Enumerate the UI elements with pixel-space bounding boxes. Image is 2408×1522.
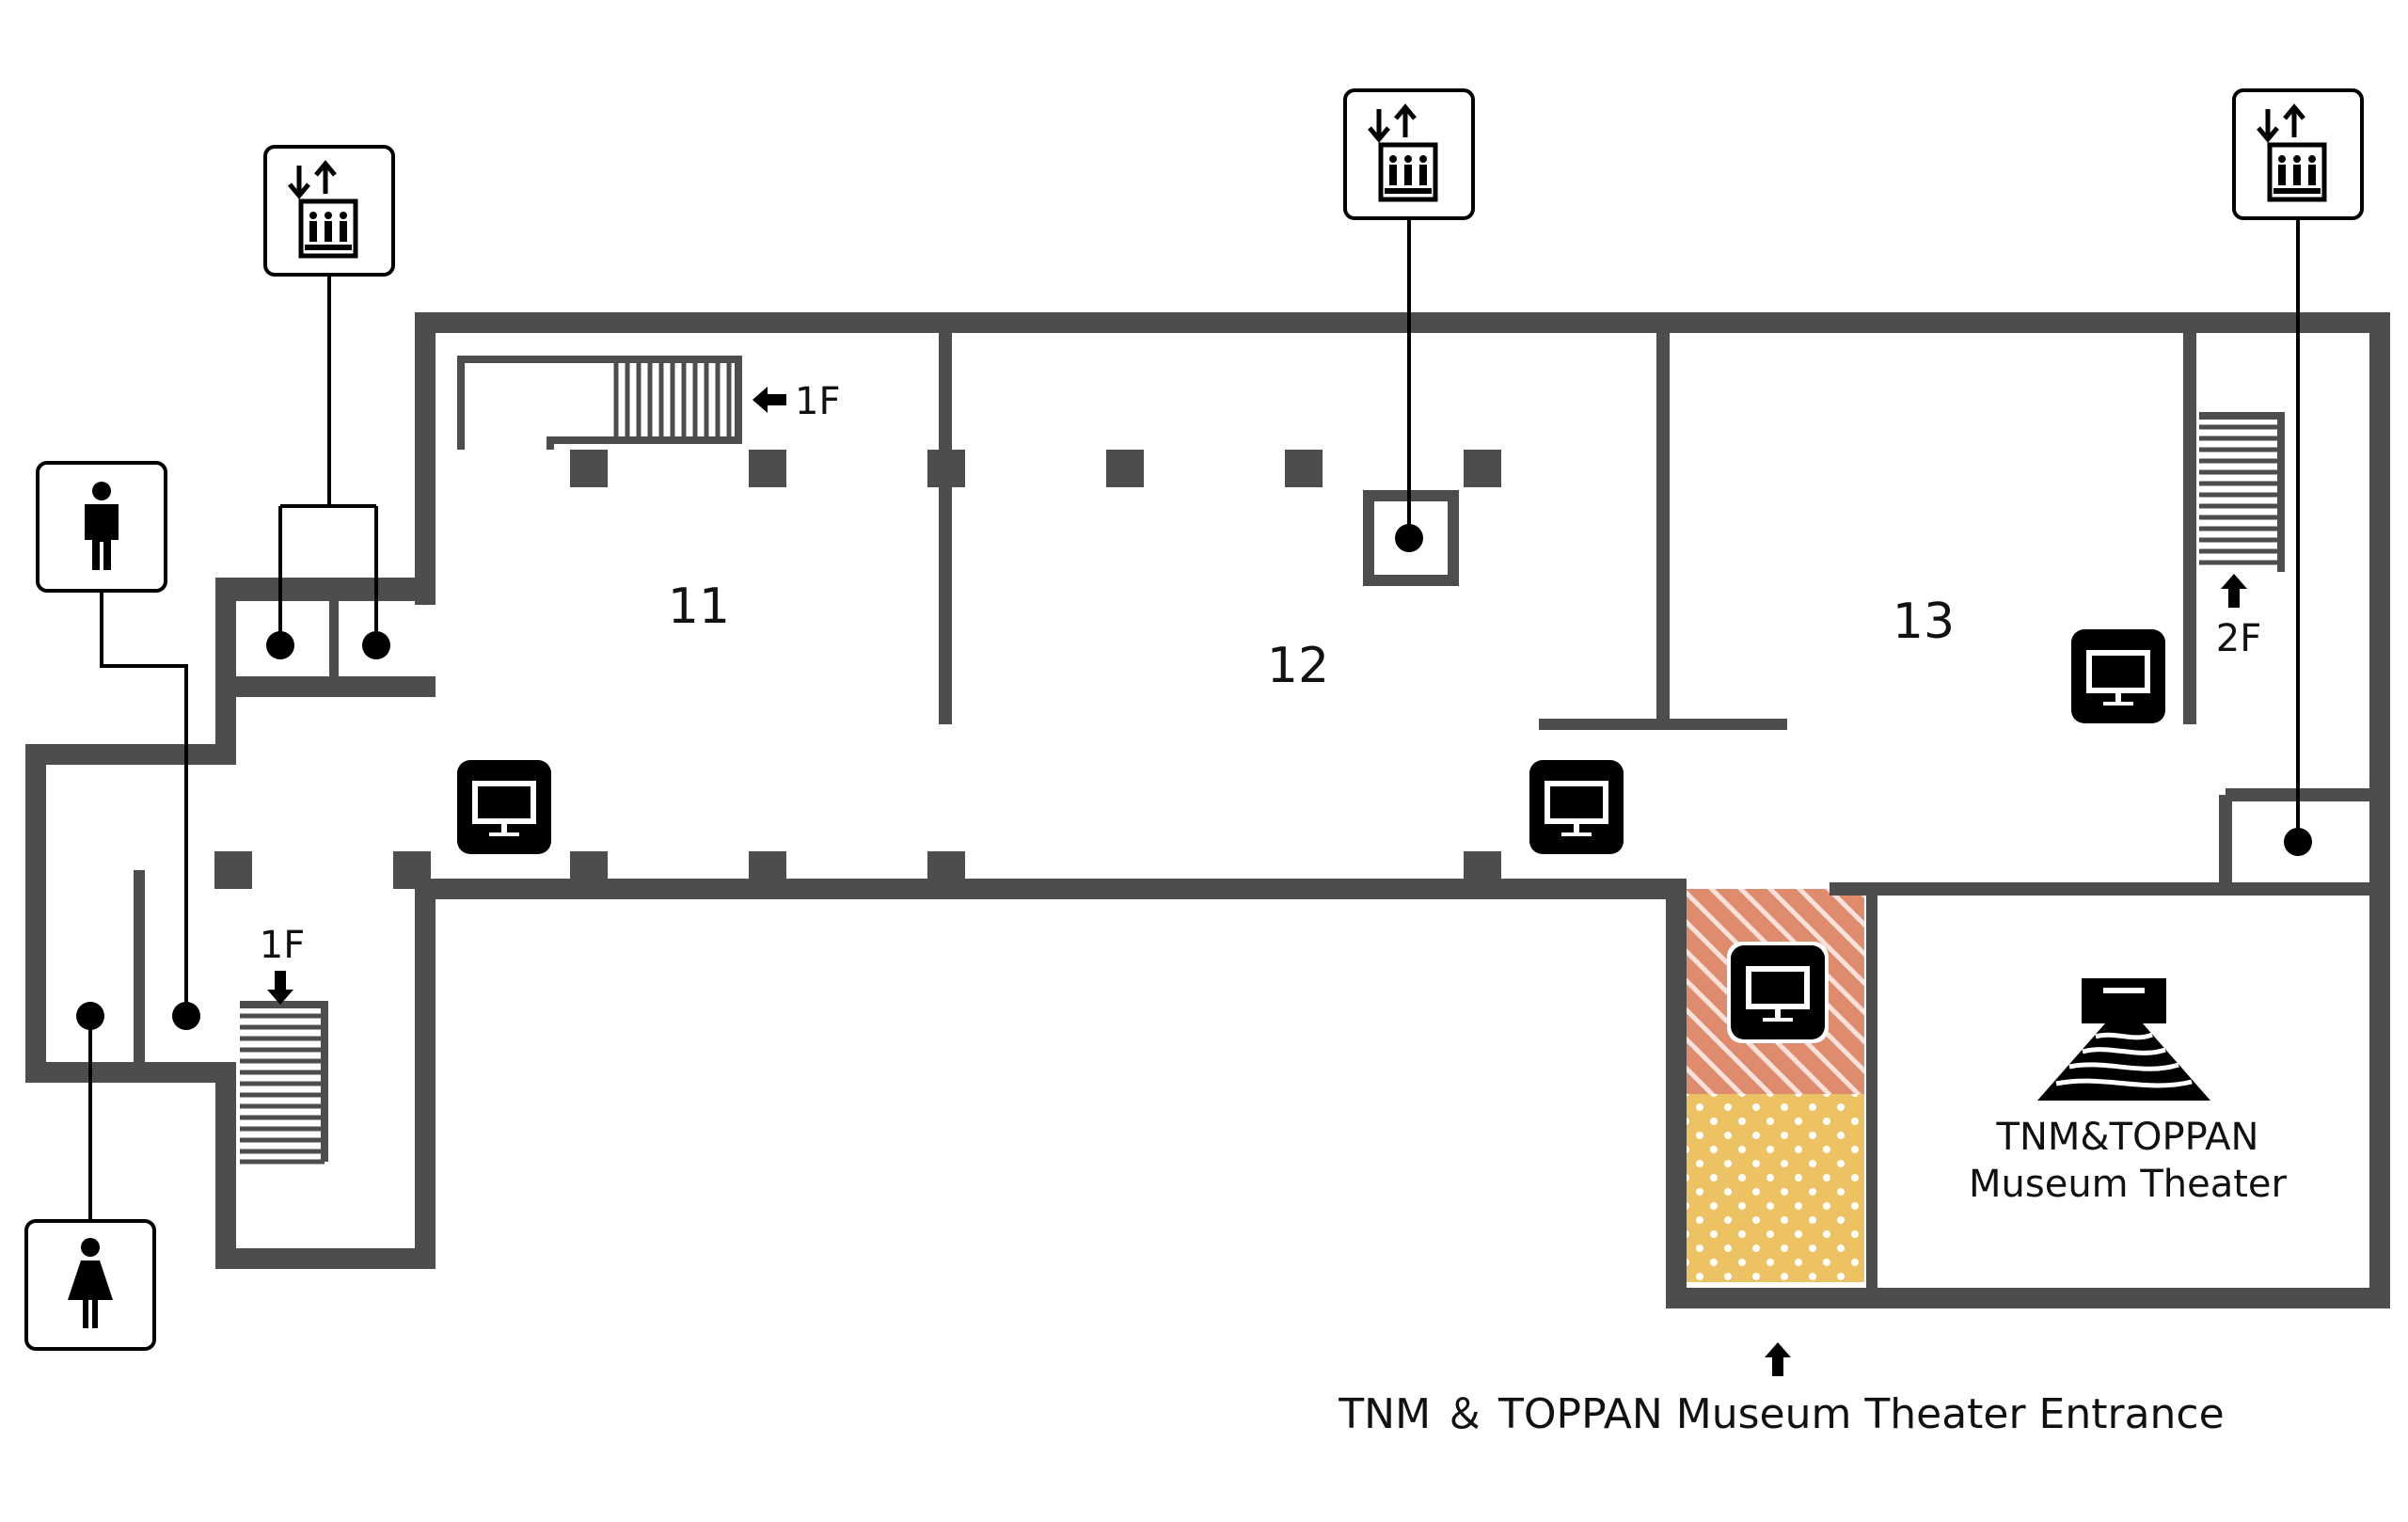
elevator-icon[interactable] [2234,90,2362,218]
arrow-icon [1765,1342,1791,1376]
dotted-area [1684,1094,1864,1282]
leader-lines [88,220,2300,1223]
floor-label-1f-top: 1F [795,380,840,423]
men-restroom-icon[interactable] [36,461,167,593]
stairs-bottom-left [240,1001,328,1165]
elevator-icon[interactable] [1345,90,1473,218]
theater-logo-icon [2037,978,2210,1101]
theater-name-line1: TNM&TOPPAN [1996,1116,2259,1159]
elevator-icon[interactable] [265,147,393,275]
arrow-icon [267,971,293,1005]
women-restroom-icon[interactable] [24,1219,156,1351]
stairs-right [2199,412,2285,572]
arrow-icon [752,387,786,413]
pillars [214,450,1501,889]
theater-entrance-label: TNM ＆ TOPPAN Museum Theater Entrance [1338,1390,2224,1438]
room-11-label: 11 [668,579,730,635]
location-dots [76,524,2312,1030]
floor-label-1f-bottom: 1F [260,924,305,967]
floor-label-2f: 2F [2216,617,2261,660]
arrow-icon [2221,574,2247,608]
monitor-icon[interactable] [2071,629,2165,723]
monitor-icon[interactable] [1529,760,1624,854]
stairs-top-left [457,356,742,450]
monitor-icon[interactable] [1727,942,1829,1043]
theater-name-line2: Museum Theater [1969,1163,2288,1206]
monitor-icon[interactable] [457,760,551,854]
room-13-label: 13 [1893,594,1955,650]
room-12-label: 12 [1267,638,1329,694]
